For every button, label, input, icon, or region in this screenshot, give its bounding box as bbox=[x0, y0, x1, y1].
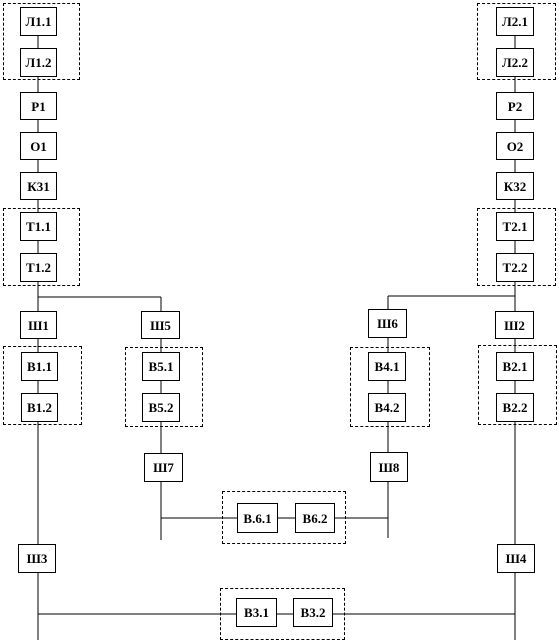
node-v6-2: В6.2 bbox=[295, 503, 335, 533]
node-o1: О1 bbox=[20, 132, 57, 160]
node-v4-1: В4.1 bbox=[368, 352, 406, 381]
group-l2 bbox=[477, 3, 556, 80]
group-t2 bbox=[477, 208, 556, 286]
node-v5-1: В5.1 bbox=[142, 352, 180, 381]
node-v2-2: В2.2 bbox=[496, 393, 534, 422]
node-l2-1: Л2.1 bbox=[496, 7, 534, 36]
node-v1-1: В1.1 bbox=[21, 352, 58, 381]
node-r1: Р1 bbox=[20, 92, 57, 120]
node-v5-2: В5.2 bbox=[142, 393, 180, 422]
node-sh5: Ш5 bbox=[141, 311, 180, 339]
node-l1-1: Л1.1 bbox=[20, 7, 57, 36]
node-sh2: Ш2 bbox=[495, 311, 534, 339]
group-l1 bbox=[3, 3, 80, 80]
node-k31: К31 bbox=[20, 172, 57, 200]
node-v4-2: В4.2 bbox=[368, 393, 406, 422]
node-t1-2: Т1.2 bbox=[20, 253, 57, 282]
node-sh4: Ш4 bbox=[497, 544, 535, 573]
node-sh1: Ш1 bbox=[20, 311, 57, 339]
group-v2 bbox=[478, 345, 557, 425]
node-sh7: Ш7 bbox=[144, 453, 183, 482]
node-r2: Р2 bbox=[496, 92, 534, 120]
node-v3-2: В3.2 bbox=[293, 598, 333, 627]
group-v6 bbox=[222, 491, 346, 544]
node-v2-1: В2.1 bbox=[496, 352, 534, 381]
node-l2-2: Л2.2 bbox=[496, 48, 534, 77]
node-k32: К32 bbox=[496, 172, 534, 200]
node-t1-1: Т1.1 bbox=[20, 212, 57, 241]
group-v4 bbox=[350, 347, 430, 427]
node-sh3: Ш3 bbox=[18, 544, 56, 573]
node-v3-1: В3.1 bbox=[236, 598, 277, 627]
group-v5 bbox=[125, 347, 203, 427]
node-o2: О2 bbox=[496, 132, 534, 160]
node-l1-2: Л1.2 bbox=[20, 48, 57, 77]
node-v6-1: В.6.1 bbox=[237, 503, 278, 533]
node-t2-1: Т2.1 bbox=[496, 212, 534, 241]
node-v1-2: В1.2 bbox=[21, 393, 58, 422]
group-t1 bbox=[3, 208, 80, 286]
node-sh6: Ш6 bbox=[368, 309, 407, 338]
node-t2-2: Т2.2 bbox=[496, 253, 534, 282]
group-v1 bbox=[3, 346, 82, 425]
node-sh8: Ш8 bbox=[370, 452, 408, 482]
group-v3 bbox=[220, 588, 345, 640]
